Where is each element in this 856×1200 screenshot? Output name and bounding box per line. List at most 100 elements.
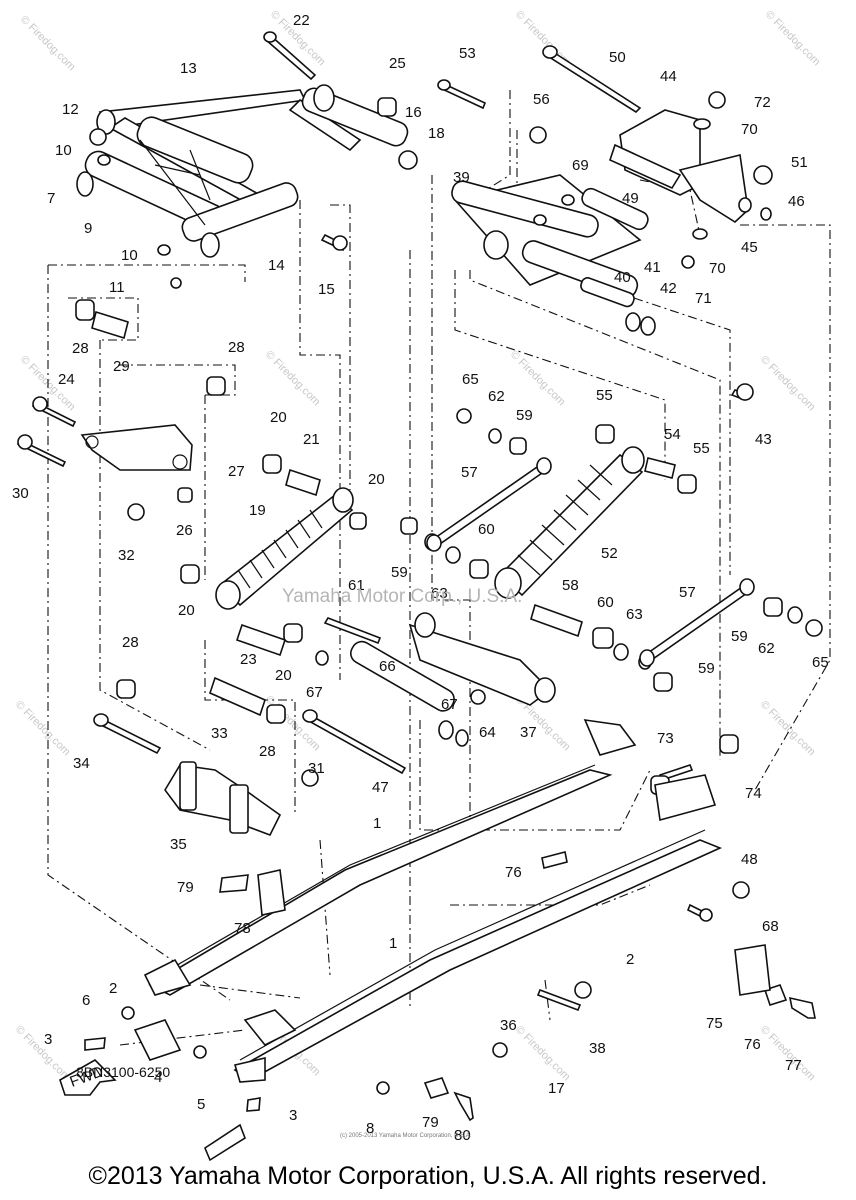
- callout-52: 52: [601, 545, 618, 562]
- callout-31: 31: [308, 760, 325, 777]
- callout-30: 30: [12, 485, 29, 502]
- callout-79: 79: [177, 879, 194, 896]
- callout-55: 55: [596, 387, 613, 404]
- site-watermark: © Firedog.com: [13, 699, 73, 759]
- callout-20: 20: [275, 667, 292, 684]
- callout-4: 4: [154, 1069, 162, 1086]
- bumper-blocks: [133, 869, 771, 1162]
- callout-35: 35: [170, 836, 187, 853]
- callout-59: 59: [391, 564, 408, 581]
- callout-20: 20: [178, 602, 195, 619]
- callout-49: 49: [622, 190, 639, 207]
- callout-28: 28: [72, 340, 89, 357]
- callout-21: 21: [303, 431, 320, 448]
- site-watermark: © Firedog.com: [758, 354, 818, 414]
- callout-47: 47: [372, 779, 389, 796]
- callout-7: 7: [47, 190, 55, 207]
- callout-74: 74: [745, 785, 762, 802]
- callout-63: 63: [626, 606, 643, 623]
- callout-55: 55: [693, 440, 710, 457]
- callout-56: 56: [533, 91, 550, 108]
- callout-1: 1: [389, 935, 397, 952]
- callout-66: 66: [379, 658, 396, 675]
- callout-60: 60: [478, 521, 495, 538]
- link-bracket: [80, 424, 193, 471]
- callout-44: 44: [660, 68, 677, 85]
- callout-45: 45: [741, 239, 758, 256]
- upper-front-arm-assembly: [76, 84, 409, 258]
- callout-19: 19: [249, 502, 266, 519]
- callout-28: 28: [259, 743, 276, 760]
- callout-76: 76: [744, 1036, 761, 1053]
- guide-rods: [426, 457, 755, 667]
- callout-42: 42: [660, 280, 677, 297]
- callout-24: 24: [58, 371, 75, 388]
- callout-63: 63: [431, 585, 448, 602]
- callout-32: 32: [118, 547, 135, 564]
- callout-27: 27: [228, 463, 245, 480]
- callout-64: 64: [479, 724, 496, 741]
- callout-18: 18: [428, 125, 445, 142]
- callout-37: 37: [520, 724, 537, 741]
- slide-rails: [143, 719, 723, 1083]
- site-watermark: © Firedog.com: [13, 1024, 73, 1084]
- callout-2: 2: [109, 980, 117, 997]
- callout-77: 77: [785, 1057, 802, 1074]
- callout-80: 80: [454, 1127, 471, 1144]
- callout-22: 22: [293, 12, 310, 29]
- callout-26: 26: [176, 522, 193, 539]
- lower-pivot-bracket: [164, 761, 282, 837]
- callout-5: 5: [197, 1096, 205, 1113]
- callout-46: 46: [788, 193, 805, 210]
- callout-28: 28: [228, 339, 245, 356]
- callout-78: 78: [234, 920, 251, 937]
- callout-20: 20: [368, 471, 385, 488]
- forward-arrow: FWD: [59, 1059, 117, 1096]
- callout-54: 54: [664, 426, 681, 443]
- callout-34: 34: [73, 755, 90, 772]
- callout-25: 25: [389, 55, 406, 72]
- callout-59: 59: [698, 660, 715, 677]
- callout-36: 36: [500, 1017, 517, 1034]
- callout-23: 23: [240, 651, 257, 668]
- center-watermark: Yamaha Motor Corp., U.S.A.: [282, 586, 523, 607]
- upper-rear-arm-assembly: [451, 174, 649, 308]
- callout-65: 65: [812, 654, 829, 671]
- callout-15: 15: [318, 281, 335, 298]
- callout-41: 41: [644, 259, 661, 276]
- callout-17: 17: [548, 1080, 565, 1097]
- callout-40: 40: [614, 269, 631, 286]
- callout-57: 57: [679, 584, 696, 601]
- site-watermark: © Firedog.com: [18, 14, 78, 74]
- callout-51: 51: [791, 154, 808, 171]
- callout-71: 71: [695, 290, 712, 307]
- callout-39: 39: [453, 169, 470, 186]
- callout-73: 73: [657, 730, 674, 747]
- rear-bracket-assembly: [609, 109, 752, 224]
- callout-3: 3: [44, 1031, 52, 1048]
- site-watermark: © Firedog.com: [513, 1024, 573, 1084]
- part-code: 8BN3100-6250: [76, 1064, 171, 1080]
- callout-59: 59: [516, 407, 533, 424]
- site-watermark: © Firedog.com: [263, 349, 323, 409]
- callout-20: 20: [270, 409, 287, 426]
- callout-69: 69: [572, 157, 589, 174]
- callout-28: 28: [122, 634, 139, 651]
- callout-62: 62: [758, 640, 775, 657]
- callout-43: 43: [755, 431, 772, 448]
- callout-70: 70: [709, 260, 726, 277]
- site-watermark: © Firedog.com: [763, 9, 823, 69]
- callout-16: 16: [405, 104, 422, 121]
- callout-33: 33: [211, 725, 228, 742]
- small-copyright: (c) 2005-2013 Yamaha Motor Corporation, …: [340, 1133, 472, 1139]
- callout-67: 67: [441, 696, 458, 713]
- callout-11: 11: [109, 279, 125, 296]
- callout-70: 70: [741, 121, 758, 138]
- callout-59: 59: [731, 628, 748, 645]
- callout-13: 13: [180, 60, 197, 77]
- callout-68: 68: [762, 918, 779, 935]
- callout-1: 1: [373, 815, 381, 832]
- callout-14: 14: [268, 257, 285, 274]
- assembly-lines: [47, 90, 831, 1046]
